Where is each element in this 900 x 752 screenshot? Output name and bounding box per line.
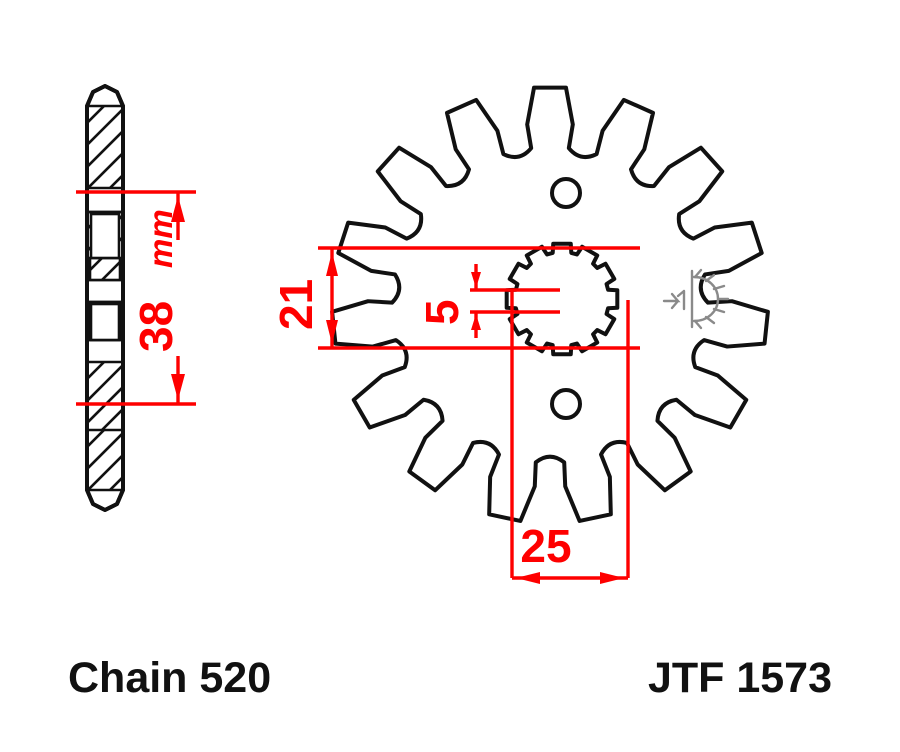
dimension-5-value: 5 [416,299,468,325]
dimension-keyway-5: 5 [416,264,560,338]
caption-part-number: JTF 1573 [648,654,832,702]
caption-chain: Chain 520 [68,654,271,702]
bolt-hole-upper [550,177,582,209]
side-profile-view [85,84,125,512]
dimension-25-value: 25 [520,520,571,572]
dimension-thickness-38mm: 38 mm [76,190,196,406]
side-profile-outline-overstroke [85,84,125,512]
sprocket-bolt-holes [550,177,582,420]
machined-surface-symbol-icon [662,268,730,330]
dimension-hub-width-25: 25 [510,290,630,584]
sprocket-spline-hub [504,241,620,357]
bolt-hole-lower [550,388,582,420]
dimension-spline-21: 21 [270,246,640,350]
dimension-38-unit: mm [142,209,179,268]
side-profile-hollow-windows [89,212,121,342]
side-profile-hatch-lower [87,362,123,490]
dimension-38-value: 38 [130,301,182,352]
dimension-21-value: 21 [270,279,322,330]
